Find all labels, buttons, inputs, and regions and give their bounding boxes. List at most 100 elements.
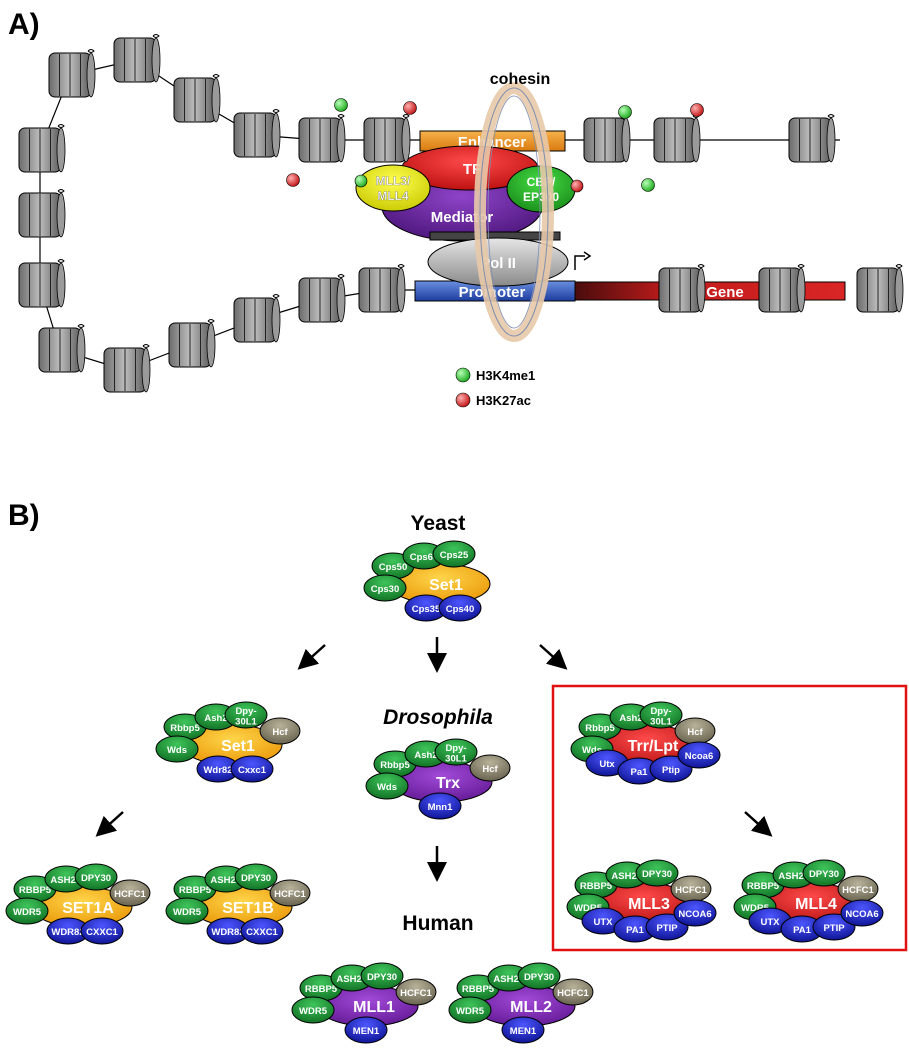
h3k4me1-dot-icon [455,367,471,383]
svg-text:WDR5: WDR5 [173,907,202,918]
subunit: Dpy-30L1 [224,701,268,729]
subunit: Wds [155,735,199,763]
subunit: HCFC1 [269,879,311,907]
svg-text:MEN1: MEN1 [510,1026,537,1037]
drosophila-title: Drosophila [383,706,493,729]
svg-text:HCFC1: HCFC1 [842,885,874,896]
svg-text:PTIP: PTIP [823,923,845,934]
svg-text:Set1: Set1 [221,738,255,755]
subunit: Dpy-30L1 [434,738,478,766]
h3k27ac-mark-icon [403,101,417,115]
subunit: WDR5 [291,996,335,1024]
subunit: DPY30 [635,859,679,887]
subunit: MEN1 [501,1016,545,1044]
subunit: NCOA6 [840,899,884,927]
svg-text:Cps35: Cps35 [412,604,441,615]
histone-marks [286,98,704,192]
svg-text:Dpy-: Dpy- [445,743,466,754]
svg-text:UTX: UTX [761,917,781,928]
subunit: DPY30 [802,859,846,887]
svg-text:Wds: Wds [582,745,602,756]
svg-text:Cps60: Cps60 [410,552,439,563]
svg-text:ASH2L: ASH2L [50,875,81,886]
panel-a-label: A) [8,8,40,41]
nucleosome-icon [173,74,221,123]
yeast-title: Yeast [411,512,466,535]
pol2-shape [427,237,569,287]
svg-text:DPY30: DPY30 [642,869,672,880]
svg-text:Trr/Lpt: Trr/Lpt [628,738,679,755]
mll34-shape [355,164,431,212]
svg-text:HCFC1: HCFC1 [114,889,146,900]
nucleosome-icon [103,344,151,393]
subunit: Cps40 [438,594,482,622]
subunit: Hcf [259,717,301,745]
svg-text:SET1A: SET1A [62,900,114,917]
svg-text:Utx: Utx [599,759,615,770]
h3k4me1-mark-icon [618,105,632,119]
svg-text:Cps40: Cps40 [446,604,475,615]
svg-text:HCFC1: HCFC1 [675,885,707,896]
nucleosome-icon [38,324,86,373]
svg-text:RBBP5: RBBP5 [580,881,613,892]
human-title: Human [402,912,473,935]
svg-text:UTX: UTX [594,917,614,928]
cohesin-ring: cohesin [474,71,554,342]
svg-text:RBBP5: RBBP5 [462,984,495,995]
subunit: HCFC1 [552,978,594,1006]
svg-text:WDR82: WDR82 [211,927,244,938]
cohesin-label: cohesin [490,71,550,88]
subunit: WDR5 [165,897,209,925]
svg-text:HCFC1: HCFC1 [400,988,432,999]
subunit: Ncoa6 [677,741,721,769]
core-enzyme: Set1 [389,563,491,605]
h3k27ac-mark-icon [286,173,300,187]
nucleosome-icon [358,264,406,313]
svg-text:Rbbp5: Rbbp5 [170,723,200,734]
subunit: WDR82 [46,917,90,945]
svg-text:WDR5: WDR5 [13,907,42,918]
subunit: CXXC1 [240,917,284,945]
svg-text:RBBP5: RBBP5 [19,885,52,896]
svg-text:30L1: 30L1 [650,716,672,727]
subunit: WDR5 [5,897,49,925]
subunit: Wds [365,772,409,800]
subunit: DPY30 [517,962,561,990]
subunit: MEN1 [344,1016,388,1044]
subunit: WDR82 [206,917,250,945]
svg-text:Trx: Trx [436,775,460,792]
svg-text:RBBP5: RBBP5 [305,984,338,995]
svg-text:Dpy-: Dpy- [235,706,256,717]
svg-text:Dpy-: Dpy- [650,706,671,717]
svg-text:Wdr82: Wdr82 [203,765,232,776]
h3k4me1-mark-icon [641,178,655,192]
mll34-label-1: MLL3/ [376,174,411,188]
subunit: Cps30 [363,574,407,602]
nucleosome-icon [233,109,281,158]
svg-text:MLL2: MLL2 [510,999,552,1016]
nucleosome-icon [113,34,161,83]
svg-text:Ash2: Ash2 [414,750,437,761]
svg-text:Ash2: Ash2 [619,713,642,724]
svg-text:MLL3: MLL3 [628,896,670,913]
mll34-label-2: MLL4 [377,189,409,203]
svg-text:Rbbp5: Rbbp5 [585,723,615,734]
svg-text:MLL1: MLL1 [353,999,395,1016]
panel-b-label: B) [8,499,40,532]
nucleosome-icon [658,264,706,313]
svg-text:SET1B: SET1B [222,900,274,917]
nucleosome-icon [363,114,411,163]
nucleosome-icon [758,264,806,313]
svg-text:30L1: 30L1 [235,716,257,727]
h3k27ac-mark-icon [690,103,704,117]
svg-text:Wds: Wds [377,782,397,793]
subunit: Cxxc1 [230,755,274,783]
svg-text:PA1: PA1 [626,925,644,936]
